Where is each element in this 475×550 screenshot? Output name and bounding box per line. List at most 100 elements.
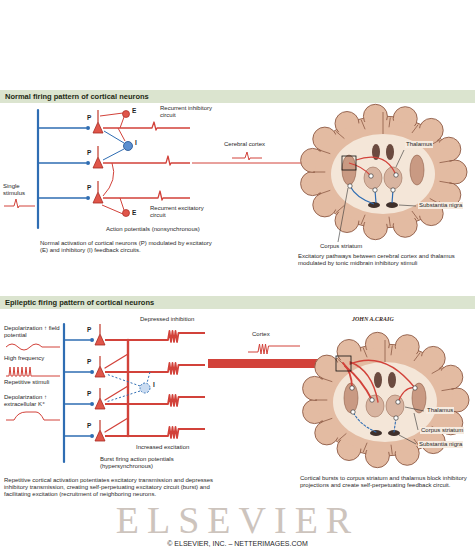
cell-letter: P [87, 184, 91, 191]
axon-action-potential [103, 122, 190, 130]
recurrent-excitatory-collateral [100, 113, 123, 116]
brain-section [386, 144, 394, 160]
zoom-box [336, 356, 351, 371]
neural-pathway [349, 163, 371, 176]
neural-pathway [350, 362, 378, 402]
stimulus-trace [6, 412, 60, 420]
relay-node [350, 386, 354, 390]
neural-pathway [350, 360, 415, 388]
copyright-line: © ELSEVIER, INC. – NETTERIMAGES.COM [0, 540, 475, 548]
excitatory-interneuron [123, 210, 130, 217]
stimulus-trace [4, 199, 35, 208]
pyramidal-neuron [93, 157, 103, 168]
caption-text: Cortical bursts to corpus striatum and t… [300, 475, 470, 489]
burst-output-band [248, 344, 300, 354]
brain-section [366, 395, 384, 417]
leader-line [338, 150, 416, 242]
brain-section [410, 155, 424, 185]
afferent-fiber [64, 340, 90, 436]
depressed-inhibitory-projection [147, 372, 150, 383]
stimulus-trace [4, 199, 35, 208]
brain-section [313, 112, 452, 227]
inhibitory-projection [103, 149, 124, 160]
neural-pathway [350, 186, 374, 204]
leader-line [399, 407, 424, 444]
axon-action-potential [103, 122, 190, 200]
brain-section [303, 332, 469, 467]
trace-label: Action potentials (nonsynchronous) [106, 226, 218, 233]
pyramidal-neuron [93, 122, 103, 203]
zoom-box [342, 156, 356, 170]
synaptic-bulb [86, 196, 90, 200]
relay-node [373, 188, 377, 192]
recurrent-excitatory-collateral [120, 198, 124, 210]
relay-node [348, 173, 398, 192]
brain-section [386, 395, 404, 417]
pyramidal-neuron [95, 334, 105, 441]
afferent-fiber [63, 324, 65, 462]
neural-pathway [356, 157, 396, 175]
cell-letter: E [132, 209, 136, 216]
cell-letter: P [87, 149, 91, 156]
recurrent-excitatory-collateral [105, 340, 128, 436]
burst-action-potential [105, 363, 205, 374]
brain-section [301, 104, 467, 239]
burst-action-potential [105, 395, 205, 406]
afferent-fiber [64, 324, 90, 462]
brain-section [342, 155, 356, 185]
recurrent-excitatory-collateral [120, 117, 124, 128]
stimulus-label: Depolarization ↑ extracellular K⁺ [4, 394, 60, 408]
brain-section [370, 430, 382, 436]
cell-letter: P [87, 358, 91, 365]
trace-label: Burst firing action potentials (hypersyn… [100, 456, 215, 470]
watermark: ELSEVIER [0, 500, 475, 540]
cell-letter: E [132, 107, 136, 114]
neural-pathway [343, 360, 416, 432]
relay-node [370, 398, 374, 402]
stimulus-trace [6, 344, 60, 350]
region-label: Cerebral cortex [224, 141, 265, 148]
cell-letter: I [135, 139, 137, 146]
inhibitory-interneuron [140, 383, 150, 393]
inhibitory-projection [104, 131, 124, 143]
circuit-label: Recurrent inhibitory circuit [160, 105, 220, 119]
cell-letter: P [87, 326, 91, 333]
recurrent-excitatory-collateral [105, 354, 128, 432]
zoom-box [342, 156, 356, 170]
circuit-label: Increased excitation [136, 444, 189, 451]
cell-letter: P [87, 422, 91, 429]
cell-letter: P [87, 114, 91, 121]
leader-line [338, 150, 416, 242]
cortical-output-line [232, 152, 262, 160]
circuit-label: Recurrent excitatory circuit [150, 205, 210, 219]
relay-node [351, 410, 355, 414]
brain-section [317, 348, 453, 452]
pyramidal-neuron [95, 430, 105, 441]
pyramidal-neuron [93, 122, 103, 133]
depressed-inhibitory-projection [106, 372, 150, 402]
synaptic-bulb [90, 338, 94, 342]
brain-section [388, 372, 396, 388]
brain-section [374, 372, 382, 388]
relay-node [413, 386, 417, 390]
excitatory-interneuron [123, 111, 130, 118]
stimulus-label: Repetitive stimuli [4, 379, 60, 386]
afferent-fiber [38, 110, 86, 228]
axon-action-potential [103, 156, 190, 165]
synaptic-bulb [90, 370, 94, 374]
structure-label: Corpus striatum [320, 243, 362, 250]
relay-node [350, 386, 417, 420]
inhibitory-interneuron [140, 383, 150, 393]
pyramidal-neuron [95, 366, 105, 377]
burst-action-potential [105, 331, 205, 438]
relay-node [391, 188, 395, 192]
structure-label: Thalamus [405, 141, 433, 148]
burst-action-potential [105, 331, 205, 342]
brain-section [364, 167, 382, 189]
brain-section [303, 332, 469, 467]
synaptic-bulb [90, 434, 94, 438]
depressed-inhibitory-projection [106, 374, 140, 386]
